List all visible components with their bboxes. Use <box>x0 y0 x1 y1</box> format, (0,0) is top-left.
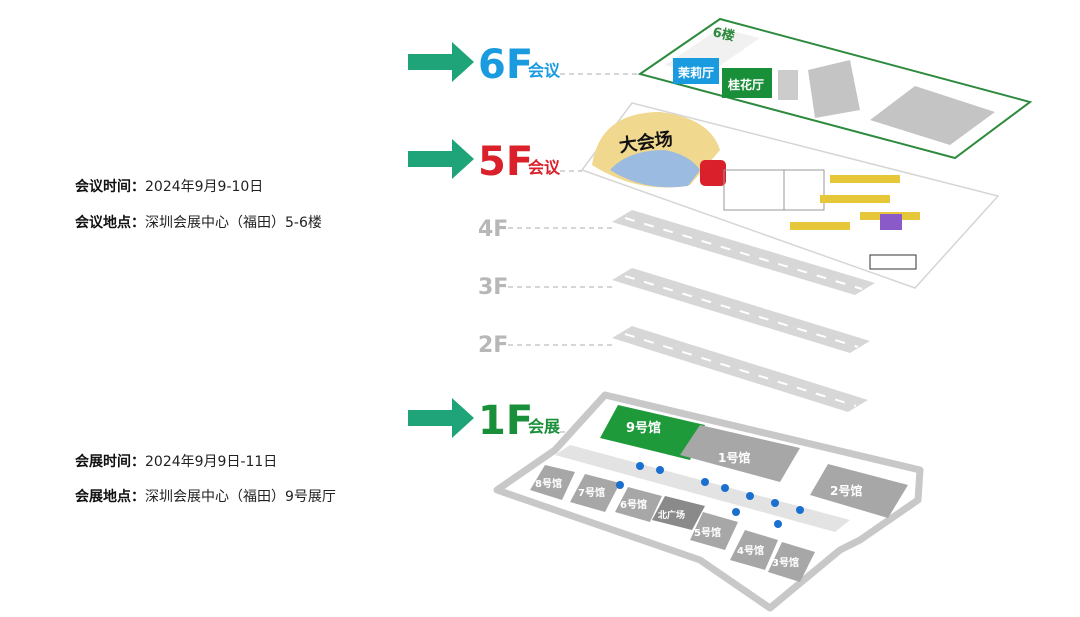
conference-venue-label: 会议地点： <box>75 215 145 231</box>
floor-1f-number: 1F <box>478 398 533 444</box>
entrance-markers <box>616 462 804 528</box>
hall-6-label: 6号馆 <box>620 498 647 511</box>
hall-8 <box>530 465 575 500</box>
floor-6f-corner-label: 6楼 <box>711 24 736 44</box>
floor-1f: 1F 会展 9号馆 1号馆 2号馆 8号馆 7号馆 6号馆 北广场 5号馆 4号… <box>408 391 924 612</box>
entrance-marker <box>616 481 624 489</box>
hall-2 <box>810 464 908 518</box>
exhibition-venue-value: 深圳会展中心（福田）9号展厅 <box>145 489 336 505</box>
floor-2f-number: 2F <box>478 333 508 358</box>
floor-6f-name: 会议 <box>528 61 561 80</box>
hall-2-label: 2号馆 <box>830 483 862 498</box>
floor-5f-arrow <box>408 139 474 179</box>
entrance-marker <box>721 484 729 492</box>
booth-row-4 <box>790 222 850 230</box>
floor-6f-arrow <box>408 42 474 82</box>
entrance-marker <box>774 520 782 528</box>
main-hall-seating-blue <box>610 150 700 188</box>
north-plaza <box>652 496 705 530</box>
entrance-marker <box>796 506 804 514</box>
floor-3f-stripe <box>624 275 859 348</box>
conference-time-value: 2024年9月9-10日 <box>145 179 264 195</box>
hall-1 <box>680 425 800 482</box>
entrance-marker <box>701 478 709 486</box>
floor-4f: 4F <box>478 210 875 295</box>
hall-5-label: 5号馆 <box>694 526 721 539</box>
entrance-marker <box>656 466 664 474</box>
north-plaza-label: 北广场 <box>658 509 685 521</box>
hall-4 <box>730 530 778 570</box>
room-jasmine <box>673 58 719 84</box>
hall-8-label: 8号馆 <box>535 477 562 490</box>
floor-1f-outline <box>493 391 924 612</box>
purple-room <box>880 214 902 230</box>
exhibition-time-label: 会展时间： <box>75 454 145 470</box>
exhibition-venue-label: 会展地点： <box>75 489 145 505</box>
floor-5f: 5F 会议 大会场 <box>408 102 1000 289</box>
hall-3-label: 3号馆 <box>772 556 799 569</box>
entrance-marker <box>771 499 779 507</box>
main-corridor <box>555 445 850 532</box>
hall-6 <box>615 487 662 522</box>
hall-5 <box>690 512 738 550</box>
floor-3f: 3F <box>478 268 870 353</box>
entrance-marker <box>746 492 754 500</box>
floor-4f-stripe <box>624 217 863 290</box>
floor-5f-name: 会议 <box>528 158 561 177</box>
room-osmanthus <box>722 68 772 98</box>
conference-time-label: 会议时间： <box>75 179 145 195</box>
conference-time: 会议时间：2024年9月9-10日 <box>75 176 263 196</box>
exhibition-time: 会展时间：2024年9月9日-11日 <box>75 451 277 471</box>
exhibition-venue: 会展地点：深圳会展中心（福田）9号展厅 <box>75 486 336 506</box>
exhibition-time-value: 2024年9月9日-11日 <box>145 454 278 470</box>
floor-5f-number: 5F <box>478 139 533 185</box>
room-jasmine-label: 茉莉厅 <box>678 65 714 80</box>
entrance-marker <box>636 462 644 470</box>
room-grid-2 <box>783 169 825 211</box>
room-osmanthus-label: 桂花厅 <box>727 77 764 92</box>
room-block-a <box>778 70 798 100</box>
floor-2f-stripe <box>624 333 857 407</box>
hall-7-label: 7号馆 <box>578 486 605 499</box>
floor-6f-number: 6F <box>478 42 533 88</box>
hall-3 <box>768 542 815 582</box>
hall-4-label: 4号馆 <box>737 544 764 557</box>
booth-row-2 <box>820 195 890 203</box>
hall-9-label: 9号馆 <box>626 420 661 436</box>
floor-4f-number: 4F <box>478 217 508 242</box>
booth-row-1 <box>830 175 900 183</box>
entrance-marker <box>732 508 740 516</box>
room-block-c <box>870 86 995 145</box>
conference-venue: 会议地点：深圳会展中心（福田）5-6楼 <box>75 212 322 232</box>
floor-1f-name: 会展 <box>528 417 561 436</box>
room-block-b <box>808 60 860 118</box>
floor-6f: 6F 会议 6楼 茉莉厅 桂花厅 <box>408 17 1033 160</box>
conference-venue-value: 深圳会展中心（福田）5-6楼 <box>145 215 322 231</box>
stage <box>700 160 726 186</box>
hall-9 <box>600 405 705 460</box>
register-area <box>869 254 917 270</box>
floor-1f-arrow <box>408 398 474 438</box>
floor-3f-number: 3F <box>478 275 508 300</box>
hall-7 <box>570 474 620 512</box>
floor-2f: 2F <box>478 326 868 412</box>
hall-1-label: 1号馆 <box>718 450 750 465</box>
